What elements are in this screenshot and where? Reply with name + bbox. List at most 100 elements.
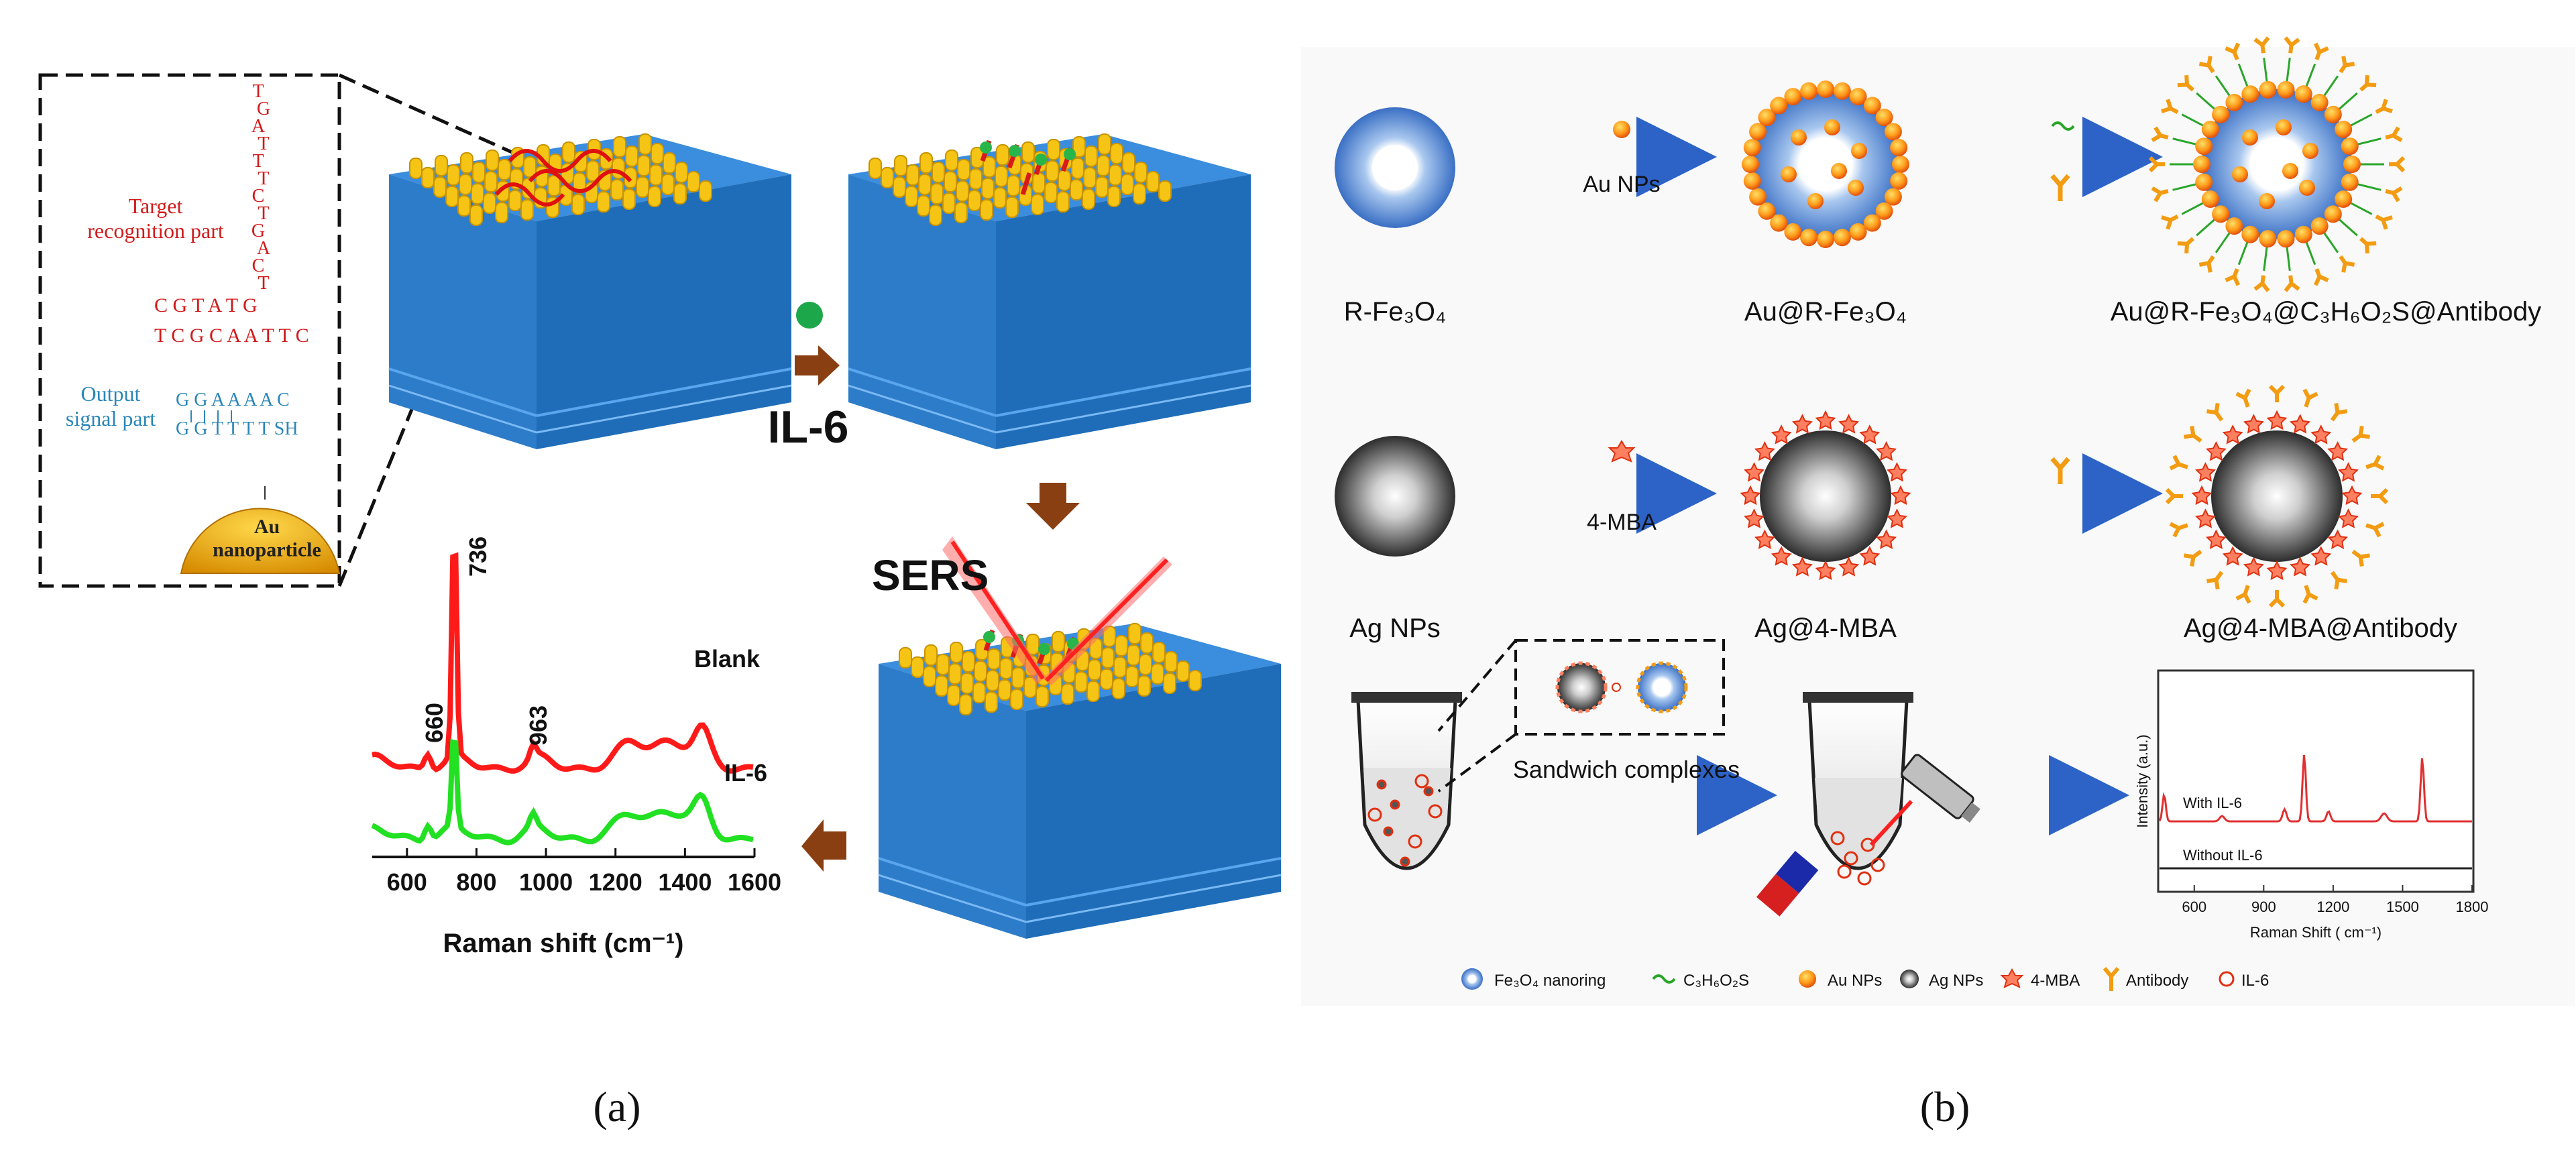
- gold-pillar: [1095, 176, 1109, 198]
- gold-pillar: [899, 647, 912, 669]
- au-np: [2195, 173, 2213, 191]
- mba-molecule: [1740, 485, 1761, 506]
- stem-1: G G A A A A C: [176, 390, 290, 410]
- legend-ag: Ag NPs: [1929, 972, 1983, 990]
- gold-pillar: [661, 174, 675, 195]
- mba-molecule: [2338, 462, 2359, 482]
- gold-pillar: [981, 178, 995, 199]
- raman-tick-label: 800: [456, 868, 496, 896]
- legend-linker-icon: [1652, 974, 1676, 984]
- sandwich-inset-box: [1514, 639, 1725, 736]
- gold-pillar: [1164, 651, 1178, 673]
- gold-pillar: [1158, 180, 1172, 202]
- gold-pillar: [995, 166, 1008, 187]
- gold-pillar: [894, 155, 907, 176]
- au-np: [1849, 88, 1867, 106]
- raman-tick-label: 1400: [658, 868, 712, 896]
- tube-2: [1803, 692, 1913, 886]
- mba-molecule: [2195, 462, 2216, 482]
- au-np-inner: [2299, 180, 2315, 196]
- mba-molecule: [1815, 410, 1836, 430]
- au-np: [1743, 172, 1761, 190]
- mba-icon: [1608, 440, 1636, 463]
- blank-spectrum: [372, 552, 754, 774]
- antibody: [2206, 571, 2224, 590]
- peak-label-963: 963: [524, 705, 552, 746]
- gold-pillar: [881, 167, 894, 188]
- antibody: [2371, 487, 2389, 505]
- gold-pillar: [484, 171, 498, 192]
- antibody: [2359, 237, 2377, 253]
- gold-pillar: [1140, 632, 1154, 654]
- au-np: [2341, 137, 2359, 156]
- stem-2: G G T T T T SH: [176, 418, 298, 439]
- au-np: [1770, 97, 1788, 115]
- gold-pillar: [471, 183, 484, 205]
- gold-pillar: [942, 192, 956, 214]
- antibody: [2339, 255, 2355, 273]
- gold-pillar: [948, 663, 962, 685]
- au-nanoparticle-shape: [180, 508, 341, 574]
- antibody: [2268, 590, 2286, 608]
- antibody: [2161, 99, 2179, 115]
- mba-molecule: [1859, 424, 1881, 445]
- au-np: [2241, 225, 2259, 243]
- particle-dot: [1400, 856, 1410, 867]
- gold-pillar: [648, 186, 661, 207]
- gold-pillar: [562, 141, 575, 163]
- gold-pillar: [1188, 670, 1202, 691]
- il6-spectrum: [371, 739, 754, 846]
- gold-pillar: [573, 172, 586, 194]
- gold-pillar: [935, 675, 948, 697]
- gold-pillar: [613, 136, 626, 158]
- au-np: [1800, 82, 1818, 100]
- legend-nanoring: Fe₃O₄ nanoring: [1494, 972, 1606, 990]
- legend-au: Au NPs: [1828, 972, 1882, 990]
- au-np: [1770, 214, 1788, 232]
- au-np: [2277, 230, 2295, 248]
- gold-pillar: [663, 152, 676, 174]
- gold-pillar: [996, 144, 1009, 166]
- mba-molecule: [1838, 414, 1860, 434]
- gold-pillar: [1163, 673, 1176, 694]
- mini-y-label: Intensity (a.u.): [2134, 734, 2151, 827]
- gold-pillar: [918, 174, 932, 195]
- antibody: [2169, 455, 2188, 471]
- antibody: [2268, 384, 2286, 402]
- sandwich-zoom-top: [1437, 639, 1517, 732]
- mba-molecule: [1876, 529, 1897, 550]
- au-np-inner: [2276, 119, 2292, 135]
- gold-pillar: [675, 162, 688, 183]
- linker-icon: [2051, 121, 2075, 131]
- gold-pillar: [547, 175, 561, 196]
- mba-molecule: [2327, 529, 2349, 550]
- gold-pillar: [969, 168, 983, 190]
- gold-pillar: [993, 187, 1007, 209]
- mba-molecule: [1838, 557, 1860, 577]
- gold-pillar: [1047, 139, 1060, 160]
- strand-letter: T: [252, 81, 264, 102]
- gold-pillar: [1086, 681, 1100, 702]
- mba-molecule: [2341, 485, 2363, 506]
- au-np-inner: [1824, 119, 1840, 135]
- antibody: [2351, 426, 2371, 443]
- gold-pillar: [1070, 179, 1083, 200]
- gold-pillar: [985, 691, 998, 713]
- au-np: [1784, 88, 1802, 106]
- au-np: [2193, 156, 2210, 173]
- laser-in-core: [950, 540, 1045, 680]
- gold-pillar: [986, 670, 999, 691]
- gold-pillar: [1032, 172, 1046, 194]
- au-np: [2310, 93, 2329, 111]
- peak-label-736: 736: [464, 536, 492, 577]
- gold-pillar: [1082, 188, 1095, 210]
- gold-pillar: [486, 150, 499, 171]
- caption-a: (a): [593, 1083, 640, 1130]
- mini-tick-label: 1800: [2456, 898, 2489, 915]
- mba-molecule: [2310, 546, 2332, 566]
- gold-pillar: [998, 679, 1011, 701]
- gold-pillar: [457, 195, 471, 217]
- gold-pillar: [1127, 644, 1140, 666]
- au-np: [1742, 156, 1759, 173]
- gold-pillar: [469, 205, 483, 226]
